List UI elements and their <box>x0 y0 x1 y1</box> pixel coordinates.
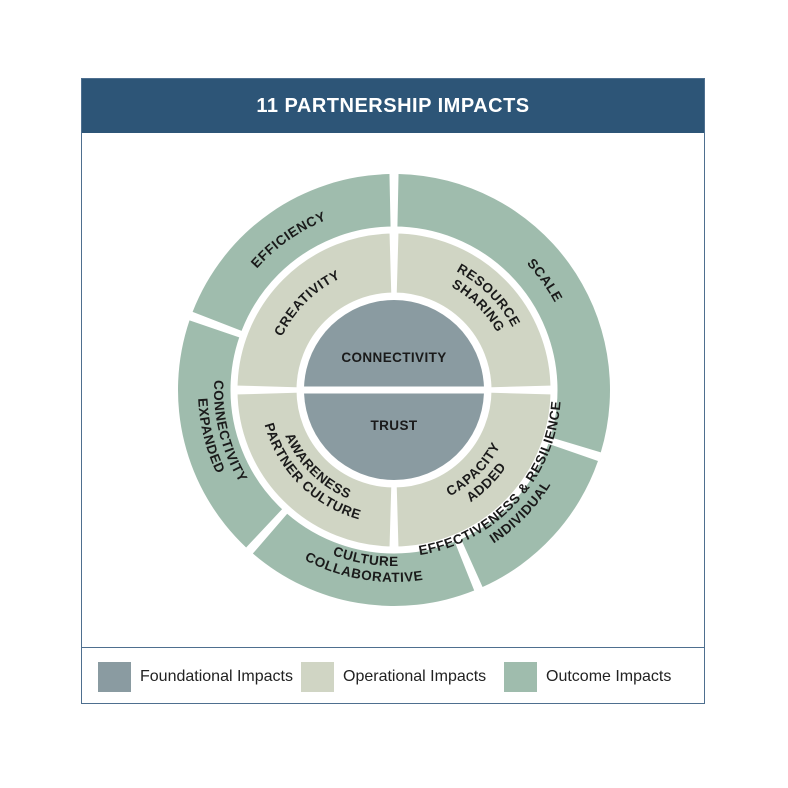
segment-expanded-connectivity <box>177 320 285 548</box>
legend: Foundational Impacts Operational Impacts… <box>82 648 704 704</box>
ring-separator-outer <box>230 226 558 554</box>
page-title: 11 PARTNERSHIP IMPACTS <box>256 94 530 117</box>
title-bar: 11 PARTNERSHIP IMPACTS <box>82 79 704 133</box>
segment-individual-effectiveness <box>459 442 598 588</box>
legend-item-outcome: Outcome Impacts <box>504 662 671 692</box>
legend-label-operational: Operational Impacts <box>343 668 487 685</box>
segment-added-capacity <box>396 392 554 550</box>
legend-label-outcome: Outcome Impacts <box>546 668 672 685</box>
legend-item-foundational: Foundational Impacts <box>98 662 293 692</box>
label-connectivity: CONNECTIVITY <box>341 350 446 365</box>
legend-swatch-outcome <box>504 662 537 692</box>
segment-partner-culture-awareness <box>234 392 392 550</box>
segment-efficiency <box>192 174 391 333</box>
legend-item-operational: Operational Impacts <box>301 662 486 692</box>
legend-label-foundational: Foundational Impacts <box>140 668 293 685</box>
label-trust: TRUST <box>371 418 418 433</box>
segment-resource-sharing <box>396 230 554 388</box>
legend-swatch-foundational <box>98 662 131 692</box>
segment-creativity <box>234 230 392 388</box>
segment-trust <box>304 393 484 480</box>
segment-connectivity <box>304 300 484 387</box>
legend-swatch-operational <box>301 662 334 692</box>
ring-separator-inner <box>296 292 492 488</box>
legend-divider <box>82 647 704 648</box>
segment-collaborative-culture <box>252 511 475 606</box>
